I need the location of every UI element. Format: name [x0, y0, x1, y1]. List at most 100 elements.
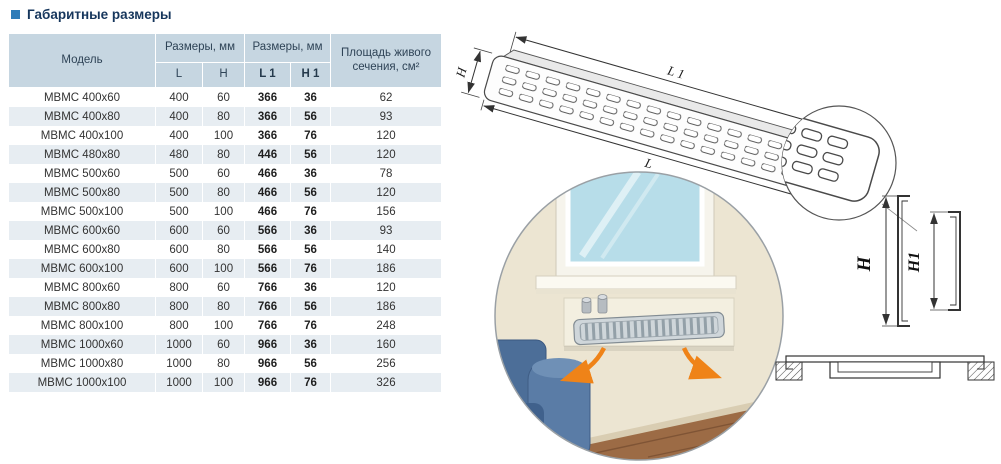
- cell-h: 60: [202, 164, 245, 183]
- cell-area: 186: [330, 297, 442, 316]
- cell-h: 80: [202, 354, 245, 373]
- cell-model: МВМС 1000x80: [8, 354, 156, 373]
- cell-l: 500: [155, 164, 203, 183]
- cell-h1: 36: [290, 221, 331, 240]
- cell-area: 62: [330, 87, 442, 107]
- cell-l1: 566: [244, 259, 291, 278]
- section-header: Габаритные размеры: [11, 7, 172, 22]
- col-header-model: Модель: [8, 33, 156, 88]
- cell-model: МВМС 1000x100: [8, 373, 156, 392]
- col-subheader-h1: H 1: [290, 62, 331, 88]
- cross-section-drawing: [775, 355, 995, 381]
- cell-l: 600: [155, 259, 203, 278]
- cell-l: 1000: [155, 373, 203, 392]
- cell-h: 80: [202, 297, 245, 316]
- cell-l: 1000: [155, 335, 203, 354]
- cell-area: 93: [330, 107, 442, 126]
- cell-h: 60: [202, 278, 245, 297]
- cell-area: 156: [330, 202, 442, 221]
- cell-h1: 76: [290, 126, 331, 145]
- wall-hatch-left: [775, 361, 803, 381]
- cell-model: МВМС 1000x60: [8, 335, 156, 354]
- cell-h1: 76: [290, 373, 331, 392]
- col-subheader-l: L: [155, 62, 203, 88]
- dim-label-h1-side: H1: [906, 252, 923, 273]
- cell-h1: 36: [290, 335, 331, 354]
- dimensions-table: Модель Размеры, мм Размеры, мм Площадь ж…: [8, 33, 442, 392]
- cell-area: 248: [330, 316, 442, 335]
- cell-h1: 36: [290, 164, 331, 183]
- cell-h1: 56: [290, 107, 331, 126]
- cell-l1: 466: [244, 202, 291, 221]
- cell-model: МВМС 600x60: [8, 221, 156, 240]
- cell-area: 160: [330, 335, 442, 354]
- cell-l: 1000: [155, 354, 203, 373]
- cell-h: 60: [202, 335, 245, 354]
- cell-l: 500: [155, 202, 203, 221]
- cell-area: 120: [330, 278, 442, 297]
- cell-l: 400: [155, 107, 203, 126]
- section-bullet-icon: [11, 10, 20, 19]
- cell-h1: 56: [290, 240, 331, 259]
- cell-h1: 76: [290, 259, 331, 278]
- cell-h1: 76: [290, 202, 331, 221]
- cell-h1: 56: [290, 297, 331, 316]
- cell-area: 120: [330, 183, 442, 202]
- outer-frame-profile: [897, 195, 910, 327]
- cell-l: 400: [155, 87, 203, 107]
- grille-dimensions-drawing: H L 1 L: [455, 31, 918, 232]
- window: [555, 172, 715, 281]
- cell-area: 120: [330, 126, 442, 145]
- cell-model: МВМС 600x100: [8, 259, 156, 278]
- cell-h: 60: [202, 221, 245, 240]
- cell-l: 500: [155, 183, 203, 202]
- table-header: Модель Размеры, мм Размеры, мм Площадь ж…: [8, 33, 442, 88]
- cell-l: 800: [155, 297, 203, 316]
- cell-h1: 36: [290, 278, 331, 297]
- cell-model: МВМС 500x100: [8, 202, 156, 221]
- cell-l1: 566: [244, 221, 291, 240]
- cell-l1: 966: [244, 354, 291, 373]
- pipe-valve-icons: [581, 294, 608, 314]
- cell-area: 93: [330, 221, 442, 240]
- dim-label-l: L: [642, 155, 654, 172]
- cell-l1: 766: [244, 297, 291, 316]
- cell-h: 100: [202, 259, 245, 278]
- cell-l1: 446: [244, 145, 291, 164]
- airflow-arrows: [559, 346, 722, 384]
- dim-label-l1: L 1: [665, 62, 686, 81]
- cell-l1: 366: [244, 107, 291, 126]
- cell-model: МВМС 400x60: [8, 87, 156, 107]
- cell-h1: 56: [290, 145, 331, 164]
- installation-illustration: [494, 171, 784, 461]
- cell-l1: 566: [244, 240, 291, 259]
- dim-label-h: H: [455, 65, 470, 80]
- cell-model: МВМС 800x60: [8, 278, 156, 297]
- ledge-shadow: [564, 346, 734, 351]
- installed-grille: [573, 311, 725, 346]
- cell-model: МВМС 600x80: [8, 240, 156, 259]
- grille-body: H L 1 L: [455, 31, 846, 208]
- cell-l1: 366: [244, 87, 291, 107]
- cell-h: 100: [202, 202, 245, 221]
- col-header-dims-inner: Размеры, мм: [244, 33, 331, 63]
- cell-l: 800: [155, 316, 203, 335]
- page-title: Габаритные размеры: [27, 7, 172, 22]
- cell-area: 120: [330, 145, 442, 164]
- col-subheader-l1: L 1: [244, 62, 291, 88]
- cell-model: МВМС 800x80: [8, 297, 156, 316]
- cell-model: МВМС 400x100: [8, 126, 156, 145]
- cell-model: МВМС 500x80: [8, 183, 156, 202]
